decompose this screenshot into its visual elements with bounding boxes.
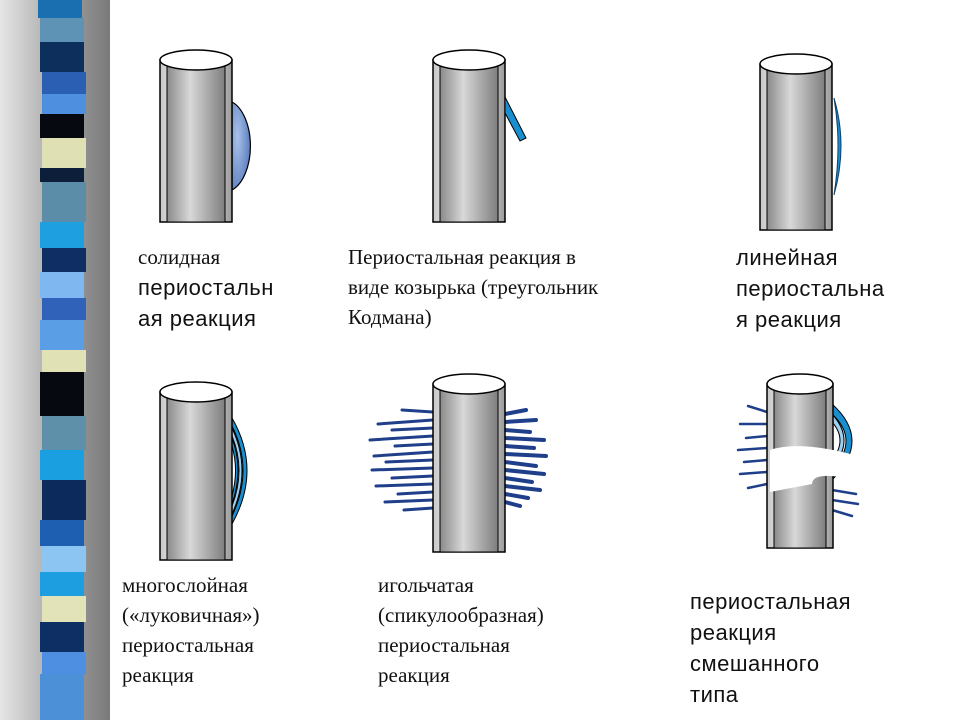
- linear-reaction-shape: [833, 97, 842, 196]
- caption-line: периостальная: [378, 633, 510, 657]
- bone-spiculated-reaction: [368, 373, 548, 553]
- caption-line: периостальная: [690, 589, 852, 614]
- caption-line: виде козырька (треугольник: [348, 275, 599, 299]
- solid-reaction-shape: [231, 100, 251, 192]
- caption-line: («луковичная»): [122, 603, 260, 627]
- caption-line: линейная: [736, 245, 839, 270]
- caption-line: многослойная: [122, 573, 248, 597]
- bone-codman-triangle: [432, 49, 527, 223]
- caption-line: реакция: [690, 620, 777, 645]
- bone-linear-reaction: [759, 53, 842, 231]
- caption-line: (спикулообразная): [378, 603, 544, 627]
- caption-line: периостальная: [122, 633, 254, 657]
- caption-line: Периостальная реакция в: [348, 245, 576, 269]
- caption-codman-triangle: Периостальная реакция в виде козырька (т…: [348, 242, 598, 332]
- caption-line: реакция: [122, 663, 194, 687]
- caption-line: реакция: [378, 663, 450, 687]
- spicules-right: [503, 408, 548, 508]
- bone-mixed-reaction: [736, 373, 860, 549]
- mixed-cutout: [770, 446, 858, 492]
- caption-spiculated-reaction: игольчатая (спикулообразная) периостальн…: [378, 570, 544, 690]
- caption-line: периостальн: [138, 275, 274, 300]
- caption-mixed-reaction: периостальная реакция смешанного типа: [690, 586, 851, 710]
- mixed-spicules: [736, 404, 860, 518]
- caption-line: периостальна: [736, 276, 885, 301]
- caption-linear-reaction: линейная периостальна я реакция: [736, 242, 885, 335]
- caption-line: игольчатая: [378, 573, 474, 597]
- caption-solid-reaction-rest: периостальн ая реакция: [138, 272, 274, 334]
- codman-triangle-shape: [504, 96, 527, 142]
- caption-onion-reaction: многослойная («луковичная») периостальна…: [122, 570, 260, 690]
- caption-line: я реакция: [736, 307, 842, 332]
- sidebar-stripes: [38, 0, 86, 720]
- caption-solid-reaction: солидная: [138, 242, 220, 272]
- caption-line: смешанного: [690, 651, 820, 676]
- decorative-sidebar: [0, 0, 110, 720]
- caption-line: ая реакция: [138, 306, 257, 331]
- caption-line: типа: [690, 682, 739, 707]
- spicules-left: [368, 408, 435, 512]
- caption-line: солидная: [138, 245, 221, 269]
- bone-solid-reaction: [159, 49, 251, 223]
- bone-onion-reaction: [159, 381, 248, 561]
- caption-line: Кодмана): [348, 305, 432, 329]
